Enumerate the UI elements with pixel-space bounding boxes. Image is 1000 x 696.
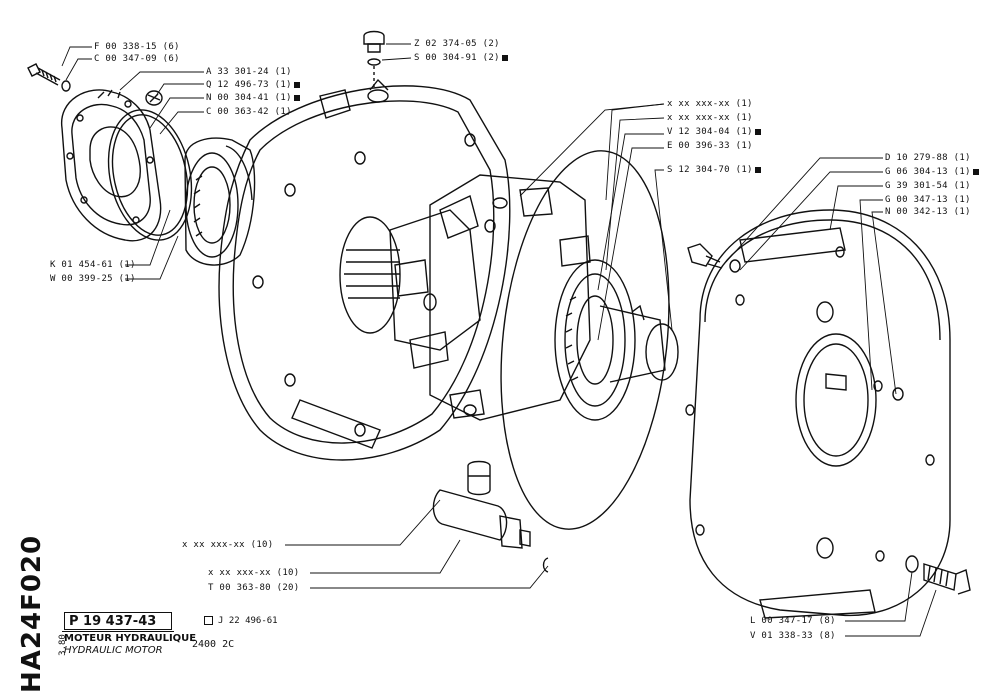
callout-s00304: S 00 304-91 (2) — [414, 53, 508, 64]
marker-square-icon — [293, 94, 300, 101]
callout-xx10a: x xx xxx-xx (10) — [182, 540, 274, 550]
callout-n00304: N 00 304-41 (1) — [206, 93, 300, 104]
callout-l00347: L 00 347-17 (8) — [750, 616, 836, 626]
title-divider — [62, 631, 174, 632]
callout-g39301: G 39 301-54 (1) — [885, 181, 971, 191]
cam-ring — [394, 174, 591, 421]
callout-d10279: D 10 279-88 (1) — [885, 153, 971, 163]
rear-bearing — [554, 259, 679, 421]
title-english: HYDRAULIC MOTOR — [64, 645, 163, 656]
seal-ring — [107, 90, 193, 241]
callout-g06304: G 06 304-13 (1) — [885, 167, 979, 178]
top-plug — [363, 30, 385, 90]
callout-c00347-09: C 00 347-09 (6) — [94, 54, 180, 64]
bolt-bottom-right — [905, 555, 971, 595]
callout-v12304-text: V 12 304-04 (1) — [667, 127, 753, 137]
related-reference: J 22 496-61 — [204, 616, 278, 626]
marker-square-icon — [754, 128, 761, 135]
checkbox-square-icon — [204, 616, 213, 625]
rotor-splined-shaft — [339, 209, 481, 351]
main-housing — [218, 78, 511, 461]
leader-lines — [61, 43, 937, 637]
callout-w00399: W 00 399-25 (1) — [50, 274, 136, 284]
callout-q12496-text: Q 12 496-73 (1) — [206, 80, 292, 90]
callout-k01454: K 01 454-61 (1) — [50, 260, 136, 270]
callout-xx1: x xx xxx-xx (1) — [667, 99, 753, 109]
callout-a33301: A 33 301-24 (1) — [206, 67, 292, 77]
left-end-cover — [61, 89, 162, 242]
gasket-disc — [500, 150, 670, 530]
marker-square-icon — [754, 166, 761, 173]
callout-t00363: T 00 363-80 (20) — [208, 583, 300, 593]
callout-v01338: V 01 338-33 (8) — [750, 631, 836, 641]
callout-z02374: Z 02 374-05 (2) — [414, 39, 500, 49]
marker-square-icon — [972, 168, 979, 175]
callout-s00304-text: S 00 304-91 (2) — [414, 53, 500, 63]
marker-square-icon — [293, 81, 300, 88]
title-french: MOTEUR HYDRAULIQUE — [64, 633, 197, 644]
callout-n00304-text: N 00 304-41 (1) — [206, 93, 292, 103]
reference-number: P 19 437-43 — [64, 612, 172, 630]
bolt-top-left — [27, 63, 71, 92]
callout-n00342: N 00 342-13 (1) — [885, 207, 971, 217]
callout-s12304: S 12 304-70 (1) — [667, 165, 761, 176]
callout-g06304-text: G 06 304-13 (1) — [885, 167, 971, 177]
bleed-fitting — [687, 243, 741, 273]
related-reference-text: J 22 496-61 — [218, 616, 278, 626]
callout-q12496: Q 12 496-73 (1) — [206, 80, 300, 91]
model-number: 2400 2C — [192, 639, 235, 650]
callout-v12304: V 12 304-04 (1) — [667, 127, 761, 138]
front-bearing — [184, 137, 256, 266]
document-code: HA24F020 — [17, 534, 47, 693]
callout-xx2: x xx xxx-xx (1) — [667, 113, 753, 123]
callout-s12304-text: S 12 304-70 (1) — [667, 165, 753, 175]
callout-e00396: E 00 396-33 (1) — [667, 141, 753, 151]
cam-roller-pin — [432, 460, 549, 573]
callout-c00363: C 00 363-42 (1) — [206, 107, 292, 117]
callout-g00347: G 00 347-13 (1) — [885, 195, 971, 205]
marker-square-icon — [501, 54, 508, 61]
callout-xx10b: x xx xxx-xx (10) — [208, 568, 300, 578]
rear-cover — [685, 209, 951, 619]
callout-f00338: F 00 338-15 (6) — [94, 42, 180, 52]
